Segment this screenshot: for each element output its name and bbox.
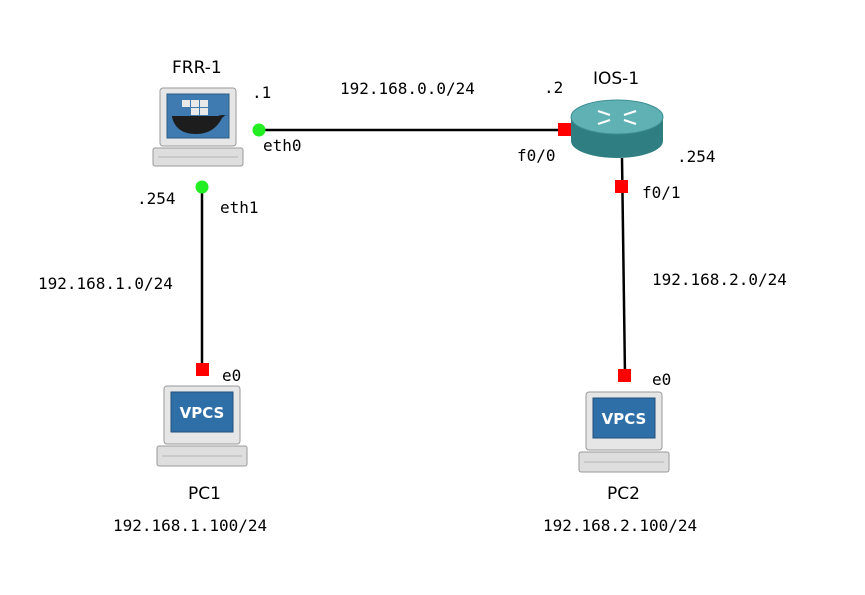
pc2-node[interactable]: VPCS	[578, 391, 670, 473]
port-label-eth0: eth0	[263, 136, 302, 155]
pc1-node[interactable]: VPCS	[156, 385, 248, 467]
pc2-name: PC2	[607, 484, 640, 504]
network-label-2: 192.168.2.0/24	[652, 270, 787, 289]
port-f00-down[interactable]	[558, 123, 571, 136]
port-eth1-up[interactable]	[195, 180, 209, 194]
network-label-1: 192.168.1.0/24	[38, 274, 173, 293]
pc1-name: PC1	[188, 484, 221, 504]
port-pc1-e0-down[interactable]	[196, 363, 209, 376]
frr1-node[interactable]	[152, 87, 244, 167]
ios1-f00-address: .2	[544, 78, 564, 97]
port-label-f00: f0/0	[517, 146, 556, 165]
port-pc2-e0-down[interactable]	[618, 369, 631, 382]
port-label-eth1: eth1	[220, 198, 259, 217]
frr1-eth1-address: .254	[137, 189, 176, 208]
pc1-ip-address: 192.168.1.100/24	[113, 516, 268, 535]
port-eth0-up[interactable]	[252, 123, 266, 137]
vpcs-pc-icon	[156, 385, 248, 467]
frr1-eth0-address: .1	[252, 83, 272, 102]
port-f01-down[interactable]	[615, 180, 628, 193]
port-label-f01: f0/1	[642, 183, 681, 202]
docker-host-icon	[152, 87, 244, 167]
ios1-f01-address: .254	[677, 147, 716, 166]
port-label-pc1-e0: e0	[222, 366, 242, 385]
pc1-screen-text: VPCS	[180, 404, 225, 422]
vpcs-pc-icon	[578, 391, 670, 473]
frr1-name: FRR-1	[172, 58, 222, 78]
router-icon	[570, 99, 664, 158]
pc2-ip-address: 192.168.2.100/24	[543, 516, 698, 535]
ios1-node[interactable]	[570, 99, 664, 158]
port-label-pc2-e0: e0	[652, 370, 672, 389]
network-label-0: 192.168.0.0/24	[340, 79, 475, 98]
link-ios-pc2[interactable]	[620, 157, 627, 377]
pc2-screen-text: VPCS	[602, 410, 647, 428]
ios1-name: IOS-1	[593, 69, 640, 89]
